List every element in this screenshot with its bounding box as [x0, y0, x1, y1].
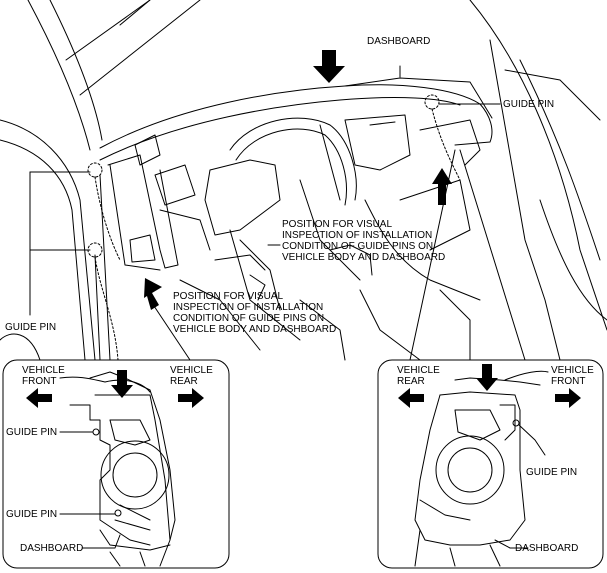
left-inset-vehicle-rear-line-2: REAR [170, 376, 198, 387]
left-inset [2, 359, 230, 569]
dashboard-label-top: DASHBOARD [367, 36, 431, 47]
position-note-center-line-4: VEHICLE BODY AND DASHBOARD [282, 252, 446, 263]
position-note-left-line-1: POSITION FOR VISUAL [173, 291, 284, 302]
right-inset-vehicle-front-line-1: VEHICLE [551, 365, 594, 376]
dashboard-outline [99, 77, 493, 361]
position-note-left-line-4: VEHICLE BODY AND DASHBOARD [173, 324, 337, 335]
position-note-center-line-2: INSPECTION OF INSTALLATION [282, 230, 433, 241]
left-inset-vehicle-rear-line-1: VEHICLE [170, 365, 213, 376]
right-inset-vehicle-rear-line-2: REAR [397, 376, 425, 387]
left-inset-vehicle-front-line-2: FRONT [22, 376, 57, 387]
right-inset-dashboard: DASHBOARD [515, 543, 579, 554]
inset-connectors [94, 149, 526, 361]
position-note-center-line-3: CONDITION OF GUIDE PINS ON [282, 241, 434, 252]
left-inset-arrows [26, 370, 204, 408]
label-leaders-main [29, 65, 501, 316]
guide-pin-label-left: GUIDE PIN [5, 322, 57, 333]
push-arrows-main [144, 50, 452, 310]
right-inset [377, 359, 604, 569]
guide-pin-label-top-right: GUIDE PIN [503, 99, 555, 110]
left-inset-dashboard: DASHBOARD [20, 543, 84, 554]
right-inset-vehicle-rear-line-1: VEHICLE [397, 365, 440, 376]
windshield-pillar-lines [0, 0, 607, 361]
position-note-center: POSITION FOR VISUAL INSPECTION OF INSTAL… [282, 219, 462, 263]
position-note-left-line-3: CONDITION OF GUIDE PINS ON [173, 313, 325, 324]
left-inset-guide-pin-lower: GUIDE PIN [6, 509, 58, 520]
right-inset-arrows [398, 364, 581, 408]
position-note-center-line-1: POSITION FOR VISUAL [282, 219, 393, 230]
right-inset-vehicle-front: VEHICLE FRONT [551, 365, 603, 387]
right-inset-guide-pin: GUIDE PIN [526, 467, 578, 478]
left-inset-guide-pin-upper: GUIDE PIN [6, 427, 58, 438]
position-note-left-line-2: INSPECTION OF INSTALLATION [173, 302, 324, 313]
left-inset-vehicle-rear: VEHICLE REAR [170, 365, 225, 387]
left-inset-vehicle-front: VEHICLE FRONT [22, 365, 82, 387]
position-note-left: POSITION FOR VISUAL INSPECTION OF INSTAL… [173, 291, 353, 335]
right-inset-vehicle-front-line-2: FRONT [551, 376, 586, 387]
right-inset-vehicle-rear: VEHICLE REAR [397, 365, 457, 387]
left-inset-vehicle-front-line-1: VEHICLE [22, 365, 65, 376]
